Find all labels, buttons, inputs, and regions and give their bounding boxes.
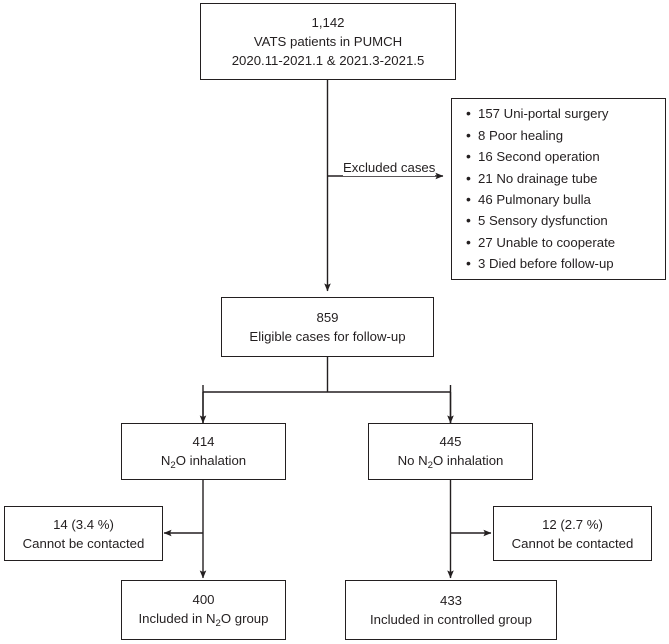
exclusion-item-text: 27 Unable to cooperate	[478, 234, 616, 250]
node-n2o-included: 400 Included in N2O group	[121, 580, 286, 640]
node-n2o-lost-to-followup: 14 (3.4 %) Cannot be contacted	[4, 506, 163, 561]
n2o-group-description-suffix: O inhalation	[175, 452, 247, 468]
n2o-lost-count: 14 (3.4 %)	[53, 516, 114, 532]
exclusion-item-text: 5 Sensory dysfunction	[478, 213, 608, 229]
exclusion-item-text: 46 Pulmonary bulla	[478, 192, 591, 207]
edge-eligible-split	[202, 357, 452, 423]
n2o-group-count: 414	[192, 433, 215, 449]
bullet-icon: •	[466, 255, 471, 272]
bullet-icon: •	[466, 169, 471, 186]
node-exclusion-list: • 157 Uni-portal surgery • 8 Poor healin…	[451, 98, 666, 280]
list-item: • 8 Poor healing	[466, 125, 665, 146]
control-included-count: 433	[439, 593, 462, 608]
exclusion-item-text: 16 Second operation	[478, 149, 600, 165]
exclusion-item-text: 21 No drainage tube	[478, 170, 598, 186]
eligible-description: Eligible cases for follow-up	[249, 329, 406, 344]
control-lost-count: 12 (2.7 %)	[542, 516, 603, 532]
control-lost-description: Cannot be contacted	[511, 535, 634, 551]
list-item: • 157 Uni-portal surgery	[466, 103, 665, 124]
exclusion-item-text: 3 Died before follow-up	[478, 256, 614, 272]
list-item: • 16 Second operation	[466, 146, 665, 167]
bullet-icon: •	[466, 105, 471, 122]
node-control-group: 445 No N2O inhalation	[368, 423, 533, 480]
node-eligible-cases: 859 Eligible cases for follow-up	[221, 297, 434, 357]
control-group-description-suffix: O inhalation	[433, 452, 504, 468]
exclusion-item-text: 8 Poor healing	[478, 127, 564, 143]
control-group-description-sub: 2	[427, 459, 433, 471]
n2o-included-description-prefix: Included in N	[138, 611, 216, 626]
total-cohort-count: 1,142	[311, 15, 345, 30]
total-cohort-description: VATS patients in PUMCH	[253, 34, 403, 49]
n2o-included-description: Included in N2O group	[139, 609, 269, 630]
n2o-group-description: N2O inhalation	[161, 451, 246, 472]
n2o-group-description-sub: 2	[170, 459, 176, 471]
node-control-included: 433 Included in controlled group	[345, 580, 557, 640]
list-item: • 46 Pulmonary bulla	[466, 189, 665, 210]
total-cohort-period: 2020.11-2021.1 & 2021.3-2021.5	[231, 53, 425, 68]
control-group-description: No N2O inhalation	[398, 451, 504, 472]
bullet-icon: •	[466, 212, 471, 229]
n2o-group-description-prefix: N	[160, 452, 171, 468]
list-item: • 3 Died before follow-up	[466, 253, 665, 274]
excluded-cases-label: Excluded cases	[343, 160, 436, 176]
bullet-icon: •	[466, 126, 471, 143]
eligible-count: 859	[316, 310, 339, 325]
control-included-description: Included in controlled group	[369, 612, 533, 627]
node-n2o-group: 414 N2O inhalation	[121, 423, 286, 480]
node-control-lost-to-followup: 12 (2.7 %) Cannot be contacted	[493, 506, 652, 561]
list-item: • 27 Unable to cooperate	[466, 232, 665, 253]
node-total-cohort: 1,142 VATS patients in PUMCH 2020.11-202…	[200, 3, 456, 80]
bullet-icon: •	[466, 148, 471, 165]
list-item: • 5 Sensory dysfunction	[466, 210, 665, 231]
n2o-lost-description: Cannot be contacted	[22, 535, 145, 551]
exclusion-item-text: 157 Uni-portal surgery	[478, 106, 609, 122]
control-group-description-prefix: No N	[397, 452, 428, 468]
n2o-included-count: 400	[192, 592, 215, 607]
bullet-icon: •	[466, 233, 471, 250]
control-group-count: 445	[439, 433, 462, 449]
n2o-included-description-suffix: O group	[220, 611, 269, 626]
list-item: • 21 No drainage tube	[466, 168, 665, 189]
bullet-icon: •	[466, 191, 471, 207]
n2o-included-description-sub: 2	[215, 618, 221, 629]
